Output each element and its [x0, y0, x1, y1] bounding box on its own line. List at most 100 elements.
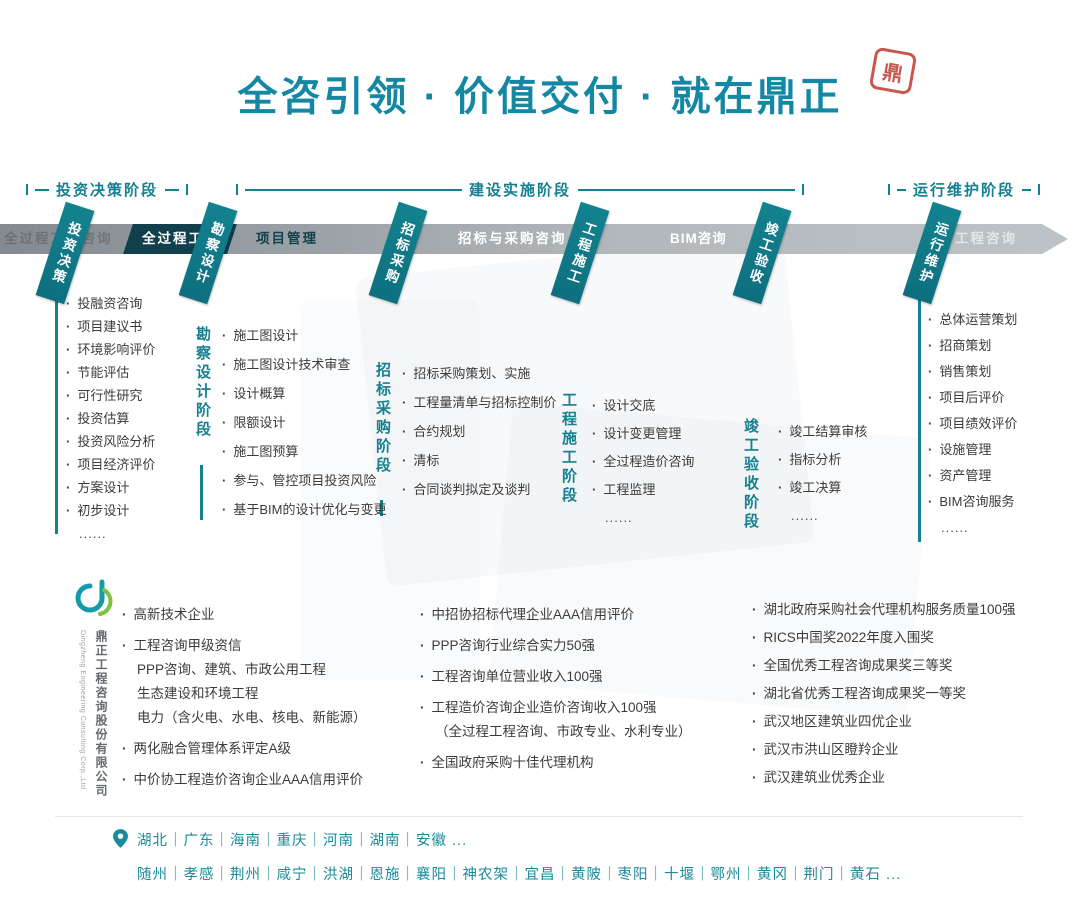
bracket-line: [1022, 188, 1032, 191]
bracket-line: [897, 188, 906, 191]
award-item: 电力（含火电、水电、核电、新能源）: [122, 708, 367, 728]
bracket-line: [35, 188, 49, 191]
service-item: 环境影响评价: [66, 342, 155, 358]
service-item: 基于BIM的设计优化与变更: [222, 502, 386, 518]
service-item-text: 招标采购策划、实施: [413, 366, 531, 381]
service-item: 项目建议书: [66, 319, 155, 335]
award-item: 中招协招标代理企业AAA信用评价: [420, 605, 692, 625]
service-item-text: 招商策划: [939, 338, 992, 353]
service-item-text: 投融资咨询: [77, 296, 143, 311]
award-item: RICS中国奖2022年度入围奖: [752, 628, 1016, 648]
phase-header-construction: 建设实施阶段: [236, 179, 805, 200]
location-pin-icon: [113, 829, 128, 848]
award-item: （全过程工程咨询、市政专业、水利专业）: [420, 722, 692, 742]
service-item: 销售策划: [928, 364, 1017, 380]
company-name-cn: 鼎正工程咨询股份有限公司: [94, 630, 108, 798]
service-item: 指标分析: [778, 452, 867, 468]
award-item-text: RICS中国奖2022年度入围奖: [763, 630, 934, 645]
service-item-text: 初步设计: [77, 503, 130, 518]
award-item-text: 工程咨询甲级资信: [133, 638, 242, 653]
award-item-text: （全过程工程咨询、市政专业、水利专业）: [435, 724, 692, 739]
service-item: 限额设计: [222, 415, 386, 431]
award-item-text: 武汉市洪山区瞪羚企业: [763, 742, 899, 757]
bracket-line: [245, 188, 462, 191]
service-item-text: ......: [79, 526, 107, 541]
award-item-text: 工程咨询单位营业收入100强: [431, 669, 603, 684]
service-item-text: ......: [791, 508, 819, 523]
services-bidding: 招标采购策划、实施工程量清单与招标控制价合约规划清标合同谈判拟定及谈判: [402, 366, 556, 511]
service-item-text: 投资估算: [77, 411, 130, 426]
service-item-text: 节能评估: [77, 365, 130, 380]
award-item: 中价协工程造价咨询企业AAA信用评价: [122, 770, 367, 790]
award-item: 生态建设和环境工程: [122, 684, 367, 704]
phase-label: 建设实施阶段: [469, 182, 572, 199]
page-title: 全咨引领 · 价值交付 · 就在鼎正: [237, 75, 843, 119]
band-segment-label: 项目管理: [256, 231, 318, 246]
service-item: 招标采购策划、实施: [402, 366, 556, 382]
service-item-text: 投资风险分析: [77, 434, 156, 449]
service-item-text: 资产管理: [939, 468, 992, 483]
bracket-tick: [802, 184, 805, 195]
service-item: 投资估算: [66, 411, 155, 427]
award-item: 武汉地区建筑业四优企业: [752, 712, 1016, 732]
service-item-text: 参与、管控项目投资风险: [233, 473, 377, 488]
service-item: ......: [592, 510, 694, 526]
service-item-text: 设计交底: [603, 398, 656, 413]
service-item: 施工图设计技术审查: [222, 357, 386, 373]
service-item-text: ......: [605, 510, 633, 525]
award-item-text: 生态建设和环境工程: [137, 686, 259, 701]
band-segment-label: 招标与采购咨询: [458, 231, 567, 246]
service-item: ......: [928, 520, 1017, 536]
award-item: 全国政府采购十佳代理机构: [420, 753, 692, 773]
service-item-text: 设施管理: [939, 442, 992, 457]
service-item-text: 设计概算: [233, 386, 286, 401]
stage-label-construction: 工程施工阶段: [560, 392, 577, 506]
service-item-text: 工程监理: [603, 482, 656, 497]
service-item: 节能评估: [66, 365, 155, 381]
award-item: 工程咨询甲级资信: [122, 636, 367, 656]
award-item-text: 湖北省优秀工程咨询成果奖一等奖: [763, 686, 967, 701]
service-item: 工程监理: [592, 482, 694, 498]
service-item: 项目绩效评价: [928, 416, 1017, 432]
service-item-text: 竣工结算审核: [789, 424, 868, 439]
locations-provinces: 湖北｜广东｜海南｜重庆｜河南｜湖南｜安徽 ...: [137, 833, 468, 849]
award-item-text: 工程造价咨询企业造价咨询收入100强: [431, 700, 657, 715]
service-item: 方案设计: [66, 480, 155, 496]
service-item: 项目经济评价: [66, 457, 155, 473]
award-item-text: PPP咨询、建筑、市政公用工程: [137, 662, 327, 677]
service-item: ......: [778, 508, 867, 524]
service-item: 竣工结算审核: [778, 424, 867, 440]
bracket-tick: [186, 184, 189, 195]
award-item: PPP咨询、建筑、市政公用工程: [122, 660, 367, 680]
award-item-text: 武汉地区建筑业四优企业: [763, 714, 913, 729]
service-item-text: 清标: [413, 453, 440, 468]
service-item-text: 总体运营策划: [939, 312, 1018, 327]
award-item: 工程咨询单位营业收入100强: [420, 667, 692, 687]
services-investment: 投融资咨询项目建议书环境影响评价节能评估可行性研究投资估算投资风险分析项目经济评…: [66, 296, 155, 549]
award-item-text: 中价协工程造价咨询企业AAA信用评价: [133, 772, 364, 787]
service-item: BIM咨询服务: [928, 494, 1017, 510]
award-item-text: PPP咨询行业综合实力50强: [431, 638, 596, 653]
locations-cities: 随州｜孝感｜荆州｜咸宁｜洪湖｜恩施｜襄阳｜神农架｜宜昌｜黄陂｜枣阳｜十堰｜鄂州｜…: [137, 867, 902, 883]
phase-header-investment: 投资决策阶段: [26, 179, 189, 200]
service-item-text: 施工图设计技术审查: [233, 357, 351, 372]
bracket-tick: [26, 184, 28, 195]
service-item: ......: [66, 526, 155, 542]
process-timeline-band: 全过程工程咨询 全过程工程 项目管理 招标与采购咨询 BIM咨询 工程咨询: [0, 224, 1042, 254]
phase-header-operation: 运行维护阶段: [888, 179, 1041, 200]
service-item-text: 竣工决算: [789, 480, 842, 495]
bracket-line: [165, 188, 180, 191]
award-item-text: 高新技术企业: [133, 607, 215, 622]
service-item: 资产管理: [928, 468, 1017, 484]
service-item-text: 施工图预算: [233, 444, 299, 459]
stage-label-survey-design: 勘察设计阶段: [194, 326, 211, 440]
service-item-text: 项目后评价: [939, 390, 1005, 405]
service-item-text: 项目经济评价: [77, 457, 156, 472]
services-completion: 竣工结算审核指标分析竣工决算......: [778, 424, 867, 536]
footer-divider: [55, 816, 1023, 817]
service-item-text: ......: [941, 520, 969, 535]
stage-label-completion: 竣工验收阶段: [742, 418, 759, 532]
award-item-text: 中招协招标代理企业AAA信用评价: [431, 607, 635, 622]
bracket-line: [578, 188, 796, 191]
seal-character: 鼎: [880, 60, 905, 87]
